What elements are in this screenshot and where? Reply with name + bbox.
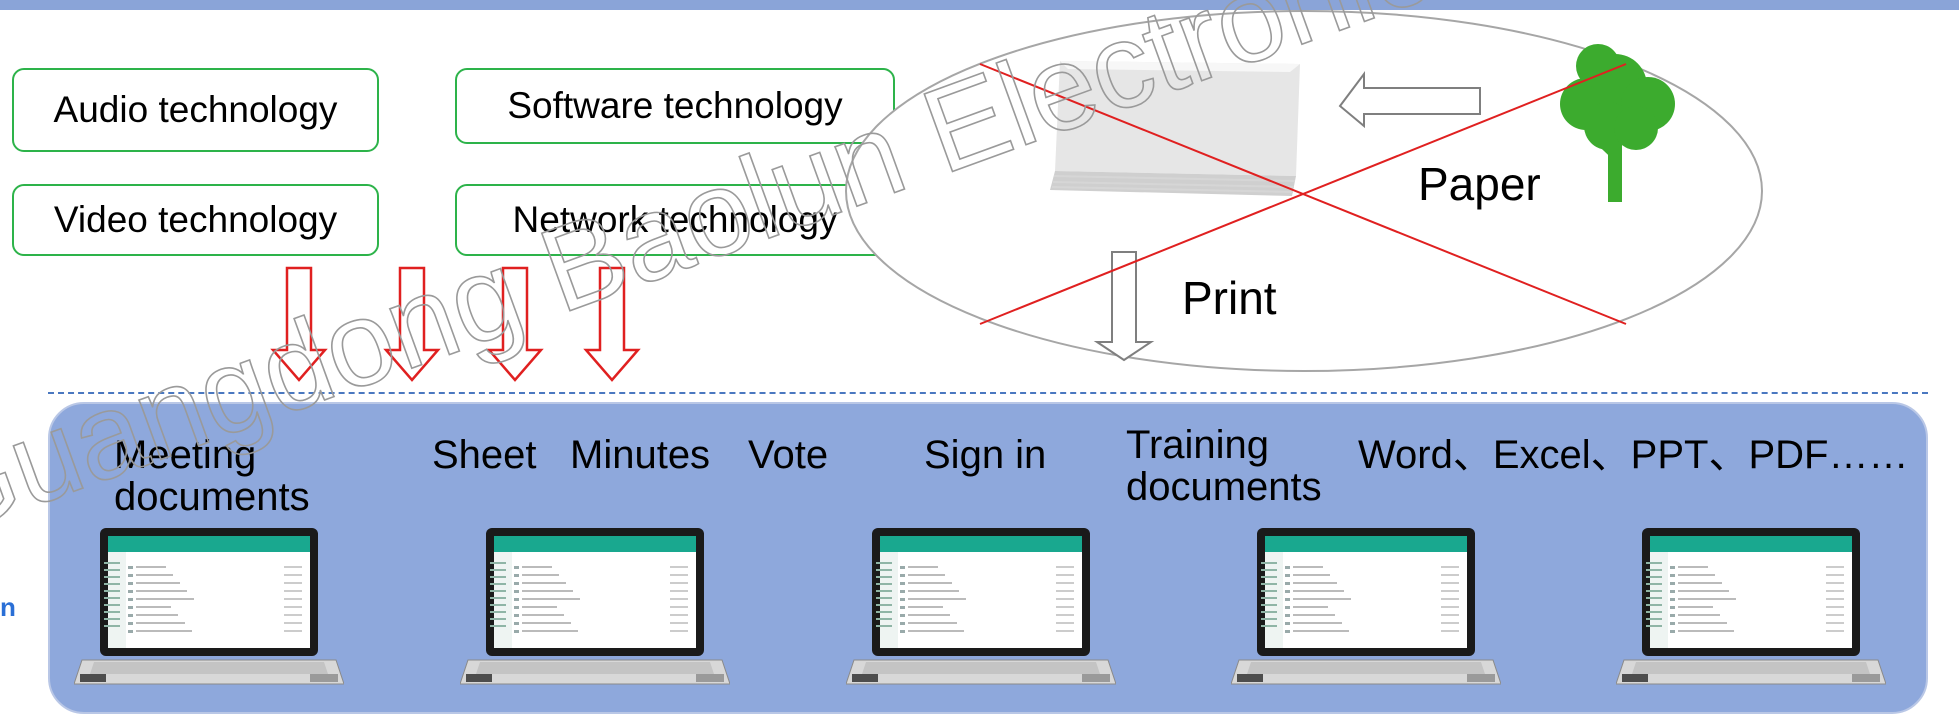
doc-label-sheet: Sheet <box>432 433 537 477</box>
video-technology-box: Video technology <box>12 184 379 256</box>
laptop-icon <box>1616 528 1886 685</box>
software-technology-box: Software technology <box>455 68 895 144</box>
print-label: Print <box>1182 272 1277 324</box>
software-technology-label: Software technology <box>507 85 843 126</box>
down-arrow-icon <box>583 266 641 382</box>
doc-label-meeting: Meeting documents <box>114 433 310 519</box>
video-technology-label: Video technology <box>53 199 338 240</box>
network-technology-box: Network technology <box>455 184 895 256</box>
side-text: n <box>0 592 16 622</box>
print-down-arrow-icon <box>1093 251 1155 362</box>
dashed-separator <box>48 392 1928 394</box>
laptop-icon <box>460 528 730 685</box>
audio-technology-box: Audio technology <box>12 68 379 152</box>
paper-print-ellipse <box>845 10 1763 372</box>
technology-arrows <box>270 266 641 382</box>
doc-label-formats: Word、Excel、PPT、PDF…… <box>1358 433 1909 477</box>
doc-label-sign-in: Sign in <box>924 433 1047 477</box>
left-arrow-icon <box>1338 71 1481 129</box>
doc-label-training: Training documents <box>1126 423 1322 509</box>
laptop-icon <box>74 528 344 685</box>
doc-label-vote: Vote <box>748 433 829 477</box>
top-bar <box>0 0 1959 10</box>
network-technology-label: Network technology <box>512 199 838 240</box>
laptop-icon <box>846 528 1116 685</box>
paper-label: Paper <box>1418 158 1541 210</box>
laptop-icon <box>1231 528 1501 685</box>
down-arrow-icon <box>270 266 328 382</box>
paper-stack-image <box>1050 61 1300 196</box>
down-arrow-icon <box>486 266 544 382</box>
tree-icon <box>1560 44 1675 202</box>
down-arrow-icon <box>383 266 441 382</box>
audio-technology-label: Audio technology <box>53 89 338 130</box>
doc-label-minutes: Minutes <box>570 433 711 477</box>
